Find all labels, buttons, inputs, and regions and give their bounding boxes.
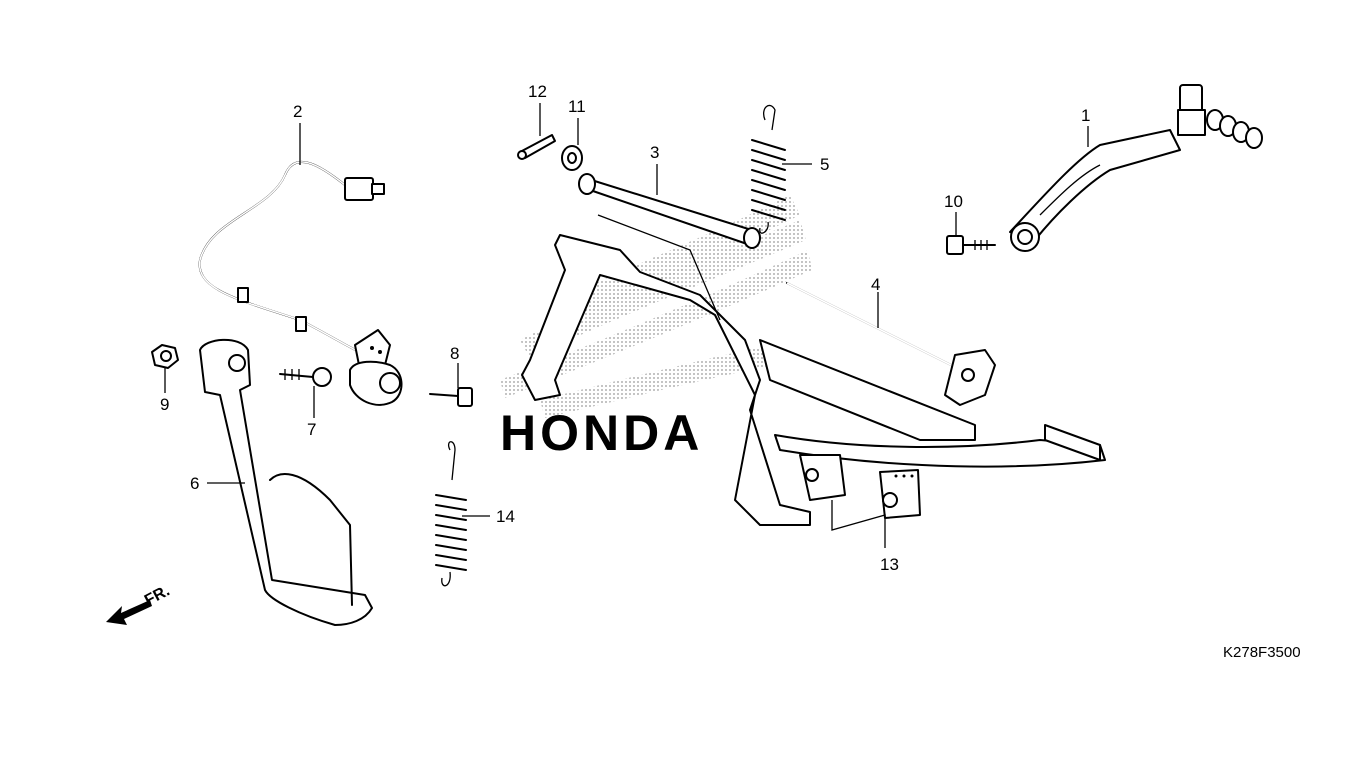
- callout-1: 1: [1081, 106, 1090, 125]
- callout-10: 10: [944, 192, 963, 211]
- part-2-switch-harness: [198, 160, 391, 371]
- callout-13: 13: [880, 555, 899, 574]
- callout-8: 8: [450, 344, 459, 363]
- leader-lines: [164, 103, 1089, 548]
- callout-3: 3: [650, 143, 659, 162]
- callout-5: 5: [820, 155, 829, 174]
- part-10-bolt: [946, 235, 996, 255]
- callout-12: 12: [528, 82, 547, 101]
- drawing-code: K278F3500: [1223, 644, 1301, 661]
- part-9-nut: [151, 344, 179, 369]
- callout-9: 9: [160, 395, 169, 414]
- front-direction-arrow-icon: FR.: [106, 582, 173, 625]
- callout-4: 4: [871, 275, 880, 294]
- part-13-stopper-rubber: [879, 469, 921, 519]
- part-11-washer: [561, 145, 583, 171]
- part-5-spring: [751, 104, 786, 234]
- part-14-spring: [435, 441, 467, 587]
- callout-6: 6: [190, 474, 199, 493]
- callout-11: 11: [568, 97, 586, 116]
- watermark-text: HONDA: [500, 405, 703, 461]
- callout-labels: 1 2 3 4 5 6 7 8 9 10 11 12 13 14: [160, 82, 1090, 574]
- callout-14: 14: [496, 507, 515, 526]
- part-8-bolt: [429, 387, 473, 407]
- part-7-switch: [279, 360, 403, 406]
- part-1-kick-lever: [1009, 84, 1263, 252]
- callout-7: 7: [307, 420, 316, 439]
- part-3-main-stand: [521, 173, 1106, 526]
- part-6-brake-pedal: [199, 338, 373, 626]
- part-4-pivot-shaft: [786, 282, 996, 406]
- callout-2: 2: [293, 102, 302, 121]
- part-12-cotter-pin: [517, 134, 556, 160]
